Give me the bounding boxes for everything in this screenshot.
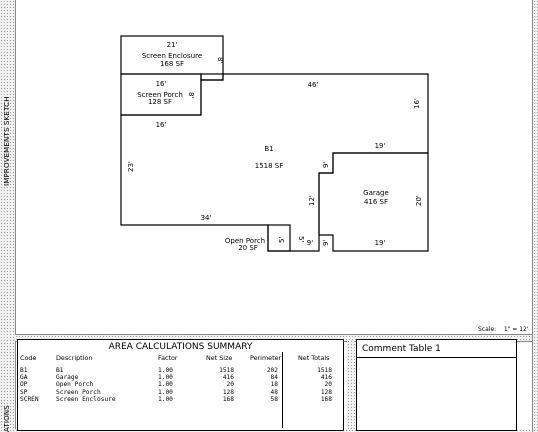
dim-enclosure-side: 8' bbox=[216, 57, 224, 63]
header-code: Code bbox=[20, 354, 37, 362]
garage-outline bbox=[318, 152, 429, 252]
table-row: B1 bbox=[20, 367, 28, 374]
table-row: 58 bbox=[270, 395, 278, 403]
summary-title: AREA CALCULATIONS SUMMARY bbox=[108, 342, 253, 352]
column-divider bbox=[282, 352, 283, 428]
table-row: 416 bbox=[222, 374, 234, 382]
dim-garage-notch: 9' bbox=[322, 162, 330, 168]
table-row: 20 bbox=[324, 381, 332, 389]
dim-main-left: 23' bbox=[127, 161, 135, 172]
header-net-size: Net Size bbox=[206, 354, 233, 362]
header-factor: Factor bbox=[158, 354, 178, 362]
scale-label: Scale: 1" = 12' bbox=[478, 326, 529, 333]
table-row: SP bbox=[20, 388, 28, 396]
table-row: 416 bbox=[320, 374, 332, 382]
table-row: 18 bbox=[270, 381, 278, 389]
screen-enclosure-label: Screen Enclosure bbox=[142, 52, 202, 60]
screen-porch-notch bbox=[200, 74, 224, 81]
table-row: Open Porch bbox=[56, 381, 94, 389]
table-row: Screen Porch bbox=[56, 388, 101, 396]
table-row: 1.00 bbox=[158, 388, 173, 396]
table-row: Garage bbox=[56, 374, 79, 382]
table-row: 1.00 bbox=[158, 395, 173, 403]
dim-garage-right: 20' bbox=[415, 195, 423, 206]
area-calculations-summary: AREA CALCULATIONS SUMMARY Code Descripti… bbox=[17, 339, 344, 431]
dim-garage-notch-bottom: 9' bbox=[322, 240, 330, 246]
table-row: 84 bbox=[270, 374, 278, 382]
table-row: B1 bbox=[56, 367, 64, 374]
dim-main-bottom: 34' bbox=[201, 214, 212, 222]
table-row: 48 bbox=[270, 388, 278, 396]
dim-enclosure-top: 21' bbox=[167, 41, 178, 49]
table-row: 168 bbox=[320, 395, 332, 403]
open-porch-label: Open Porch bbox=[225, 237, 265, 245]
calculations-side-label: ATIONS bbox=[3, 405, 11, 432]
table-row: SCREN bbox=[20, 395, 39, 403]
table-row: 202 bbox=[266, 367, 278, 374]
b1-area: 1518 SF bbox=[255, 162, 284, 170]
screen-porch-area: 128 SF bbox=[148, 98, 172, 106]
dim-op-side2: 5' bbox=[297, 236, 305, 242]
dim-garage-top: 19' bbox=[375, 142, 386, 150]
screen-porch-label: Screen Porch bbox=[137, 91, 183, 99]
table-row: 128 bbox=[222, 388, 234, 396]
table-row: 1.00 bbox=[158, 367, 173, 374]
garage-label: Garage bbox=[363, 189, 389, 197]
right-hatch-strip bbox=[532, 0, 538, 432]
open-porch-area: 20 SF bbox=[238, 244, 258, 252]
table-row: GA bbox=[20, 374, 28, 382]
table-row: 168 bbox=[222, 395, 234, 403]
comment-table-divider bbox=[357, 357, 516, 358]
improvements-sketch: 21' Screen Enclosure 168 SF 8' 16' Scree… bbox=[120, 35, 429, 252]
screen-enclosure-area: 168 SF bbox=[160, 60, 184, 68]
dim-op-side: 5' bbox=[278, 237, 286, 243]
left-hatch-strip bbox=[0, 0, 16, 432]
dim-garage-bottom: 19' bbox=[375, 239, 386, 247]
dim-porch-top: 16' bbox=[156, 80, 167, 88]
header-net-totals: Net Totals bbox=[298, 354, 330, 362]
open-porch-outline bbox=[267, 224, 291, 252]
dim-op-bottom: 9' bbox=[307, 239, 313, 247]
dim-garage-left: 12' bbox=[308, 195, 316, 206]
dim-porch-side: 8' bbox=[187, 92, 195, 98]
dim-main-top: 46' bbox=[308, 81, 319, 89]
comment-table: Comment Table 1 bbox=[356, 339, 517, 431]
table-row: 1.00 bbox=[158, 374, 173, 382]
table-row: 20 bbox=[226, 381, 234, 389]
comment-table-title: Comment Table 1 bbox=[362, 344, 441, 354]
table-row: 1518 bbox=[317, 367, 332, 374]
dim-porch-bottom: 16' bbox=[156, 121, 167, 129]
table-row: Screen Enclosure bbox=[56, 395, 116, 403]
table-row: OP bbox=[20, 381, 28, 389]
garage-area: 416 SF bbox=[364, 198, 388, 206]
table-row: 1518 bbox=[219, 367, 234, 374]
table-row: 128 bbox=[320, 388, 332, 396]
dim-main-right: 16' bbox=[413, 98, 421, 109]
header-perimeter: Perimeter bbox=[250, 354, 282, 362]
gap-hatch-strip bbox=[347, 340, 355, 432]
header-description: Description bbox=[56, 354, 93, 362]
table-row: 1.00 bbox=[158, 381, 173, 389]
b1-label: B1 bbox=[264, 145, 273, 153]
